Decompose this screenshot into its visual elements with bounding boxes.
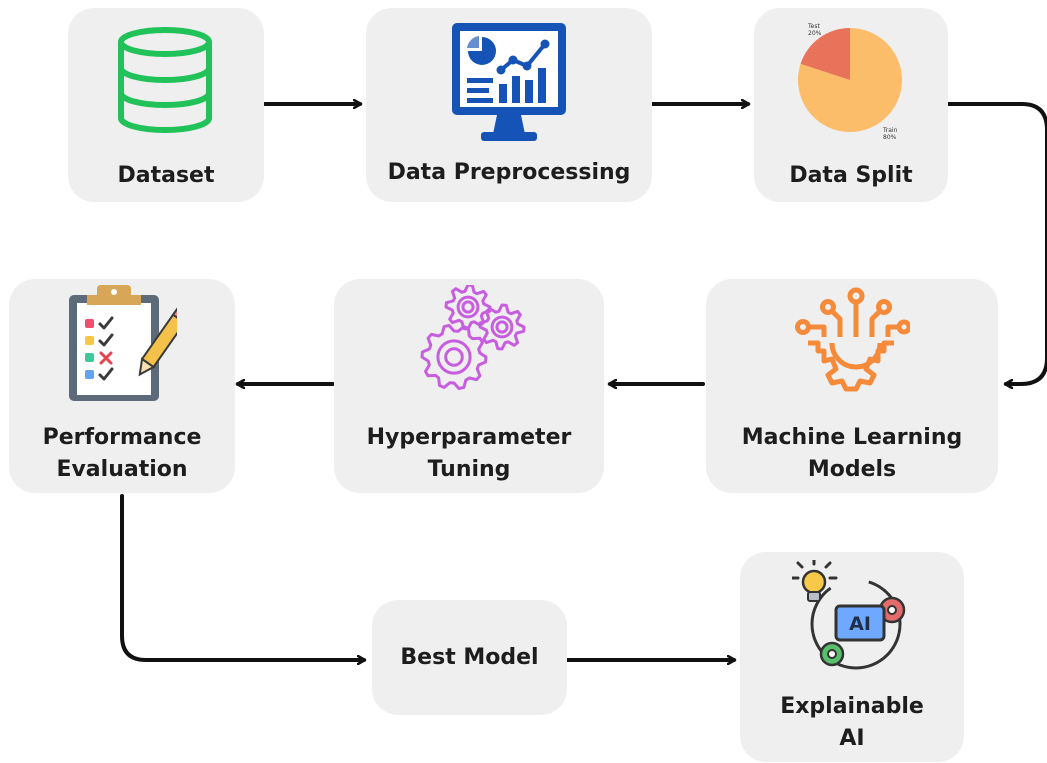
evaluation-node: Performance Evaluation — [9, 279, 235, 493]
node-label: Data Split — [789, 163, 913, 188]
pie-label-test-name: Test — [807, 23, 820, 30]
tuning-node: Hyperparameter Tuning — [334, 279, 604, 493]
arrow-split-to-ml-models — [946, 102, 1047, 384]
arrow-evaluation-to-best-model — [120, 494, 364, 660]
node-label: Dataset — [117, 163, 215, 188]
gear-right-ring — [490, 315, 514, 339]
gear-top-hub — [461, 300, 475, 314]
database-icon — [118, 27, 212, 133]
gear-large-outline — [420, 323, 488, 391]
node-label-line1: Hyperparameter — [366, 425, 572, 450]
gear-right-outline — [478, 303, 526, 351]
pie-label-train-value: 80% — [883, 134, 897, 141]
preprocessing-node: Data Preprocessing — [366, 8, 652, 202]
pie-slice-test — [800, 28, 850, 80]
checklist-clipboard-icon — [69, 285, 177, 401]
xai-node: AI Explainable AI — [740, 552, 964, 762]
pie-label-train-name: Train — [882, 127, 898, 134]
gear-large-hub — [444, 347, 464, 367]
pie-label-test-value: 20% — [808, 30, 822, 37]
node-label-line1: Performance — [42, 425, 202, 450]
ml-models-node: Machine Learning Models — [706, 279, 998, 493]
pie-slice-train — [798, 28, 903, 132]
explainable-ai-icon: AI — [792, 560, 906, 670]
gear-large-ring — [436, 339, 472, 375]
analytics-monitor-icon — [452, 23, 566, 141]
best-model-node: Best Model — [372, 600, 567, 715]
node-label-line1: Explainable — [780, 694, 924, 719]
node-label-line2: Models — [807, 457, 897, 482]
xai-badge-text: AI — [849, 613, 871, 635]
node-label-line2: Evaluation — [56, 457, 188, 482]
gear-top-ring — [456, 295, 480, 319]
gear-right-hub — [495, 320, 509, 334]
split-node: Test 20% Train 80% Data Split — [754, 8, 948, 202]
node-label: Best Model — [400, 645, 539, 670]
pie-chart-icon: Test 20% Train 80% — [798, 23, 903, 141]
node-label-line2: Tuning — [427, 457, 511, 482]
circuit-gear-icon — [795, 287, 910, 392]
node-label: Data Preprocessing — [387, 160, 631, 185]
node-label-line1: Machine Learning — [741, 425, 963, 450]
gears-icon — [420, 285, 526, 391]
gear-top-outline — [444, 285, 492, 331]
node-label-line2: AI — [839, 726, 865, 751]
dataset-node: Dataset — [68, 8, 264, 202]
